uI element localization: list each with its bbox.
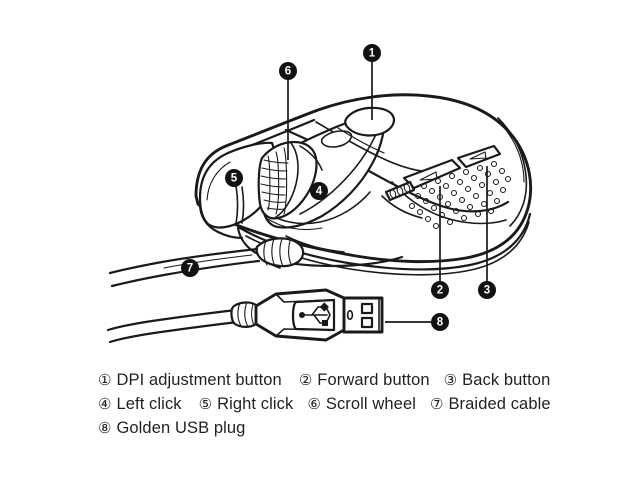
legend-item-4: ④ Left click (98, 396, 182, 413)
callout-marker-6[interactable]: 6 (279, 62, 297, 80)
legend-row-2: ④ Left click ⑤ Right click ⑥ Scroll whee… (98, 396, 568, 420)
legend-label-8: Golden USB plug (116, 419, 246, 437)
callout-marker-2-label: 2 (437, 285, 443, 297)
legend-number-4: ④ (98, 395, 112, 413)
strain-relief-ribs (263, 238, 292, 267)
right-click-seam-2 (241, 186, 245, 224)
usb-shell-slot-bottom (360, 316, 374, 329)
legend-row-3: ⑧ Golden USB plug (98, 420, 568, 444)
legend-item-2: ② Forward button (299, 372, 430, 389)
led-strip-bevel (381, 195, 423, 219)
callout-marker-4[interactable]: 4 (310, 182, 328, 200)
left-click-lip-inner (267, 218, 323, 231)
callout-marker-5-label: 5 (231, 173, 238, 185)
scroll-wheel-rim (275, 142, 299, 218)
usb-cable-upper-edge (106, 308, 238, 332)
callout-marker-6-label: 6 (285, 66, 291, 78)
legend-label-2: Forward button (317, 371, 430, 389)
callout-marker-3[interactable]: 3 (478, 281, 496, 299)
scroll-wheel-tread (260, 147, 289, 215)
callout-marker-3-label: 3 (484, 285, 490, 297)
callout-marker-7[interactable]: 7 (181, 259, 199, 277)
legend-item-3: ③ Back button (444, 372, 551, 389)
legend-item-8: ⑧ Golden USB plug (98, 420, 245, 437)
callout-markers: 1 2 3 4 5 6 7 (181, 44, 496, 331)
dpi-adjustment-button[interactable] (344, 106, 396, 137)
usb-shell-slot-top (360, 302, 374, 315)
forward-button-arrow (419, 171, 438, 181)
usb-logo (299, 302, 331, 326)
callout-marker-8[interactable]: 8 (431, 313, 449, 331)
usb-cable-lower-edge (108, 320, 240, 344)
dpi-led-housing (384, 180, 416, 202)
legend-number-1: ① (98, 371, 112, 389)
legend-label-4: Left click (116, 395, 182, 413)
rear-hump-contour-2 (505, 129, 525, 183)
legend-label-6: Scroll wheel (325, 395, 416, 413)
rear-hump-contour (497, 117, 528, 227)
top-deck-crease (337, 127, 385, 154)
legend-number-5: ⑤ (198, 395, 213, 413)
callout-leaders (287, 62, 488, 323)
legend-label-1: DPI adjustment button (116, 371, 282, 389)
legend-item-6: ⑥ Scroll wheel (307, 396, 416, 413)
callout-marker-1[interactable]: 1 (363, 44, 381, 62)
legend-number-7: ⑦ (430, 395, 444, 413)
legend-label-3: Back button (462, 371, 551, 389)
usb-plug-group (106, 288, 384, 344)
front-left-corner (198, 202, 244, 240)
cable-group (108, 237, 305, 288)
callout-marker-5[interactable]: 5 (225, 169, 243, 187)
callout-marker-2[interactable]: 2 (431, 281, 449, 299)
dpi-led-indicators (389, 183, 411, 199)
usb-shell-dimple (346, 309, 354, 320)
left-click-lower-lip (265, 191, 371, 225)
legend-row-1: ① DPI adjustment button ② Forward button… (98, 372, 568, 396)
legend-number-2: ② (298, 371, 313, 389)
legend-item-1: ① DPI adjustment button (98, 372, 282, 389)
right-click-seam (235, 185, 239, 225)
braided-cable-sheen (163, 254, 253, 269)
braided-cable-lower-edge (110, 259, 261, 288)
mouse-outer-shell (194, 93, 533, 264)
legend-label-7: Braided cable (448, 395, 551, 413)
usb-strain-relief-ribs (237, 301, 255, 328)
braided-cable-upper-edge (108, 247, 259, 275)
callout-marker-1-label: 1 (369, 48, 376, 60)
dpi-secondary-oval (320, 130, 353, 148)
legend-number-6: ⑥ (307, 395, 321, 413)
right-click-inner-contour (206, 161, 231, 201)
legend-number-8: ⑧ (98, 419, 112, 437)
legend-label-5: Right click (217, 395, 294, 413)
legend-item-5: ⑤ Right click (199, 396, 294, 413)
callout-marker-4-label: 4 (316, 186, 323, 198)
callout-marker-7-label: 7 (187, 263, 193, 275)
legend-number-3: ③ (443, 371, 458, 389)
mouse-body-group (194, 93, 533, 276)
callout-marker-8-label: 8 (437, 317, 444, 329)
mouse-front-skirt (236, 226, 404, 268)
lower-panel-seam (285, 235, 345, 253)
legend-item-7: ⑦ Braided cable (430, 396, 551, 413)
back-button[interactable] (456, 144, 502, 169)
back-button-arrow (469, 151, 487, 160)
legend: ① DPI adjustment button ② Forward button… (98, 372, 568, 444)
scroll-wheel[interactable] (257, 140, 318, 220)
scroll-wheel-well (299, 145, 323, 171)
